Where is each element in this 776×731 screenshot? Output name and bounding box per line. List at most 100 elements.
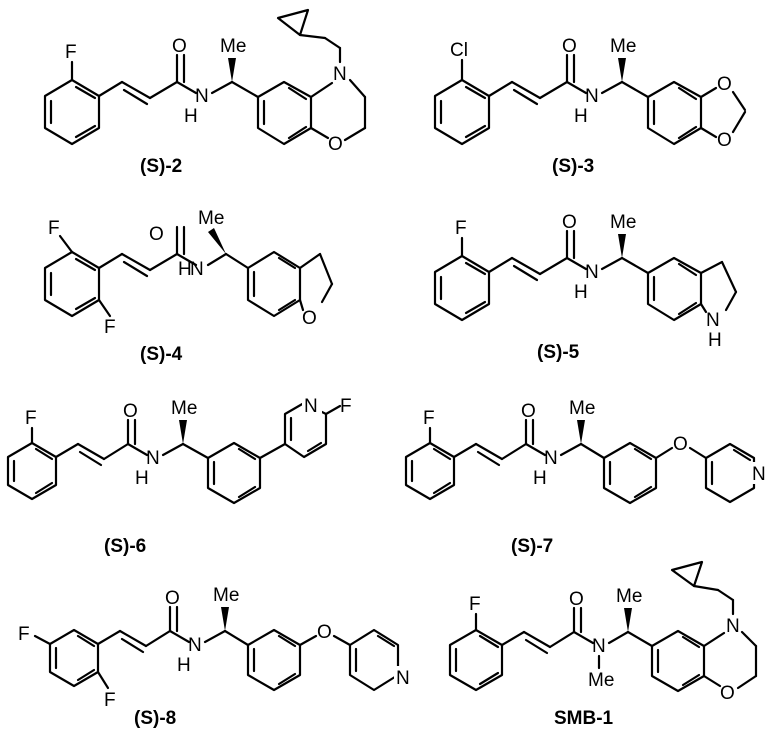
atom-ring-oxygen: O (328, 134, 343, 155)
atom-methyl: Me (198, 208, 224, 229)
atom-fluorine: F (25, 408, 37, 429)
atom-amide-hydrogen: H (533, 468, 547, 489)
label-backdrop (394, 666, 414, 688)
atom-amide-nitrogen: N (592, 636, 606, 657)
atom-amide-nitrogen: N (146, 448, 160, 469)
atom-fluorine-1: F (18, 624, 30, 645)
atom-carbonyl-oxygen: O (172, 36, 187, 57)
atom-pyridine-nitrogen: N (752, 464, 766, 485)
atom-methyl: Me (171, 398, 197, 419)
atom-carbonyl-oxygen: O (562, 36, 577, 57)
atom-amide-nitrogen: N (188, 635, 202, 656)
label-backdrop (750, 462, 770, 484)
label-backdrop (302, 396, 322, 416)
compound-label: (S)-3 (552, 156, 594, 177)
atom-carbonyl-oxygen: O (149, 224, 164, 245)
difluorophenyl-ring (43, 250, 101, 318)
atom-carbonyl-oxygen: O (569, 589, 584, 610)
dihydrobenzofuran-aryl-ring (246, 250, 302, 318)
atom-methyl: Me (610, 36, 636, 57)
benzoxazine-aryl-ring (256, 80, 313, 146)
atom-carbonyl-oxygen: O (123, 401, 138, 422)
difluorophenyl-ring (48, 628, 100, 688)
benzodioxole-aryl-ring (646, 80, 703, 146)
atom-n-methyl: Me (588, 670, 614, 691)
compound-label: (S)-6 (104, 536, 146, 557)
atom-amide-nitrogen: N (190, 259, 204, 280)
atom-amide-hydrogen: H (574, 106, 588, 127)
atom-pyridine-nitrogen: N (396, 668, 410, 689)
compound-s8: F F O N H Me O N (S)-8 (18, 585, 414, 729)
atom-amide-nitrogen: N (585, 86, 599, 107)
atom-carbonyl-oxygen: O (165, 588, 180, 609)
atom-methyl: Me (220, 36, 246, 57)
atom-amide-nitrogen: N (585, 262, 599, 283)
atom-chlorine: Cl (450, 40, 468, 61)
atom-amide-hydrogen: H (177, 655, 191, 676)
compound-label: (S)-7 (511, 536, 553, 557)
atom-ring-nitrogen: N (333, 64, 347, 85)
stereo-wedge (618, 58, 626, 82)
compound-smb1: F O N Me Me N O SMB-1 (448, 560, 758, 729)
stereo-wedge (179, 420, 187, 444)
atom-fluorine-2: F (104, 690, 116, 711)
atom-furan-oxygen: O (302, 308, 317, 329)
atom-amide-hydrogen: H (574, 282, 588, 303)
stereo-wedge (624, 608, 632, 632)
compound-s7: F O N H Me O N (S)-7 (404, 398, 770, 557)
atom-amide-hydrogen: H (178, 259, 192, 280)
atom-pyridine-fluorine: F (340, 396, 352, 417)
atom-ether-oxygen: O (673, 434, 688, 455)
atom-fluorine: F (469, 594, 481, 615)
fluorophenyl-ring (404, 441, 456, 501)
cyclopropyl-ring (276, 8, 310, 37)
atom-methyl: Me (213, 585, 239, 606)
chlorophenyl-ring (433, 78, 491, 146)
compound-s2: F O N H Me N O (S)-2 (43, 8, 367, 177)
atom-ring-oxygen: O (720, 683, 735, 704)
atom-fluorine: F (423, 408, 435, 429)
atom-amide-nitrogen: N (544, 448, 558, 469)
compound-label: (S)-5 (537, 342, 580, 363)
fluorophenyl-ring (433, 254, 491, 322)
atom-dioxole-oxygen-1: O (717, 74, 732, 95)
atom-ring-nitrogen: N (726, 616, 740, 637)
atom-carbonyl-oxygen: O (562, 212, 577, 233)
phenyl-ring (246, 628, 302, 692)
fluorophenyl-ring (6, 441, 58, 501)
stereo-wedge (228, 58, 236, 82)
stereo-wedge (577, 420, 585, 444)
fluorophenyl-ring (43, 78, 101, 146)
atom-amide-nitrogen: N (195, 86, 209, 107)
atom-methyl: Me (610, 212, 636, 233)
phenyl-ring (602, 441, 658, 505)
atom-indoline-hydrogen: H (708, 330, 722, 351)
compound-label: (S)-4 (140, 344, 183, 365)
atom-methyl: Me (616, 586, 642, 607)
atom-fluorine: F (455, 218, 467, 239)
atom-amide-hydrogen: H (135, 468, 149, 489)
stereo-wedge (618, 234, 626, 258)
atom-ether-oxygen: O (317, 622, 332, 643)
phenyl-ring (206, 441, 262, 505)
benzoxazine-aryl-ring (650, 629, 706, 693)
pyridine-ring (704, 442, 756, 504)
stereo-wedge (208, 228, 226, 254)
atom-fluorine: F (65, 42, 77, 63)
cyclopropyl-ring (670, 560, 704, 588)
compound-s5: F O N H Me N H (S)-5 (433, 212, 738, 363)
pyridine-ring (348, 628, 400, 692)
atom-pyridine-nitrogen: N (304, 396, 318, 417)
compound-label: (S)-8 (134, 708, 176, 729)
fluorophenyl-ring (448, 628, 504, 692)
compound-label: (S)-2 (140, 156, 182, 177)
atom-dioxole-oxygen-2: O (717, 130, 732, 151)
atom-amide-hydrogen: H (184, 106, 198, 127)
atom-fluorine-2: F (104, 317, 116, 338)
compound-label: SMB-1 (554, 708, 614, 729)
atom-fluorine-1: F (48, 218, 60, 239)
atom-carbonyl-oxygen: O (521, 401, 536, 422)
atom-indoline-nitrogen: N (706, 310, 720, 331)
